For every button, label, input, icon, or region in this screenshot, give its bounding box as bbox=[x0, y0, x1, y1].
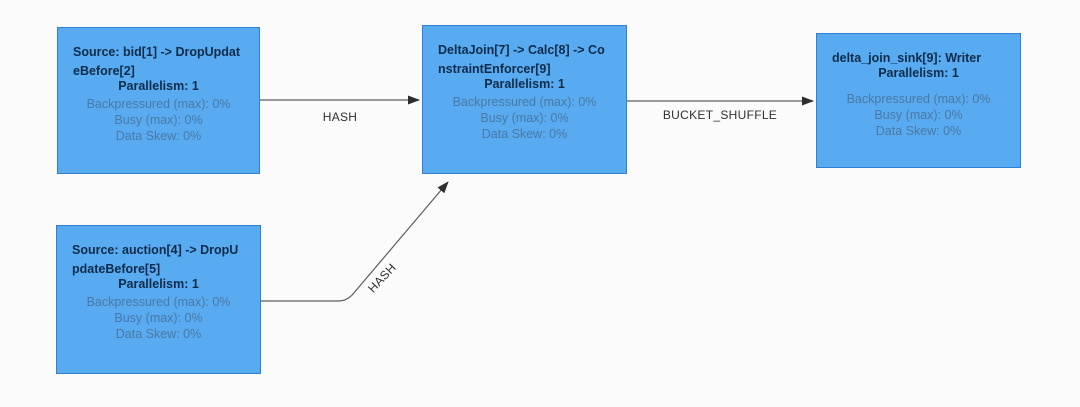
node-source-bid[interactable]: Source: bid[1] -> DropUpdateBefore[2] Pa… bbox=[57, 27, 260, 174]
edge-hash-bottom bbox=[261, 181, 449, 302]
metric-data-skew: Data Skew: 0% bbox=[115, 327, 202, 341]
metric-backpressured: Backpressured (max): 0% bbox=[846, 92, 991, 106]
node-parallelism: Parallelism: 1 bbox=[118, 277, 199, 291]
metric-data-skew: Data Skew: 0% bbox=[115, 129, 202, 143]
node-metrics: Backpressured (max): 0% Busy (max): 0% D… bbox=[73, 96, 244, 144]
node-delta-join-sink-writer[interactable]: delta_join_sink[9]: Writer Parallelism: … bbox=[816, 33, 1021, 168]
edge-label-bucket-shuffle: BUCKET_SHUFFLE bbox=[662, 108, 778, 122]
node-metrics: Backpressured (max): 0% Busy (max): 0% D… bbox=[832, 91, 1005, 139]
metric-data-skew: Data Skew: 0% bbox=[875, 124, 962, 138]
node-parallelism: Parallelism: 1 bbox=[484, 77, 565, 91]
metric-busy: Busy (max): 0% bbox=[114, 311, 203, 325]
node-metrics: Backpressured (max): 0% Busy (max): 0% D… bbox=[438, 94, 611, 142]
edge-label-hash-top: HASH bbox=[322, 110, 358, 124]
metric-backpressured: Backpressured (max): 0% bbox=[86, 295, 231, 309]
edge-label-hash-bottom: HASH bbox=[365, 260, 399, 296]
node-title: DeltaJoin[7] -> Calc[8] -> ConstraintEnf… bbox=[438, 43, 605, 76]
metric-busy: Busy (max): 0% bbox=[114, 113, 203, 127]
node-parallelism: Parallelism: 1 bbox=[878, 66, 959, 80]
node-title: Source: auction[4] -> DropUpdateBefore[5… bbox=[72, 243, 239, 276]
node-source-auction[interactable]: Source: auction[4] -> DropUpdateBefore[5… bbox=[56, 225, 261, 374]
metric-backpressured: Backpressured (max): 0% bbox=[86, 97, 231, 111]
metric-backpressured: Backpressured (max): 0% bbox=[452, 95, 597, 109]
metric-busy: Busy (max): 0% bbox=[874, 108, 963, 122]
node-title: delta_join_sink[9]: Writer bbox=[832, 51, 982, 65]
node-delta-join[interactable]: DeltaJoin[7] -> Calc[8] -> ConstraintEnf… bbox=[422, 25, 627, 174]
node-metrics: Backpressured (max): 0% Busy (max): 0% D… bbox=[72, 294, 245, 342]
metric-busy: Busy (max): 0% bbox=[480, 111, 569, 125]
node-parallelism: Parallelism: 1 bbox=[118, 79, 199, 93]
metric-data-skew: Data Skew: 0% bbox=[481, 127, 568, 141]
node-title: Source: bid[1] -> DropUpdateBefore[2] bbox=[73, 45, 241, 78]
